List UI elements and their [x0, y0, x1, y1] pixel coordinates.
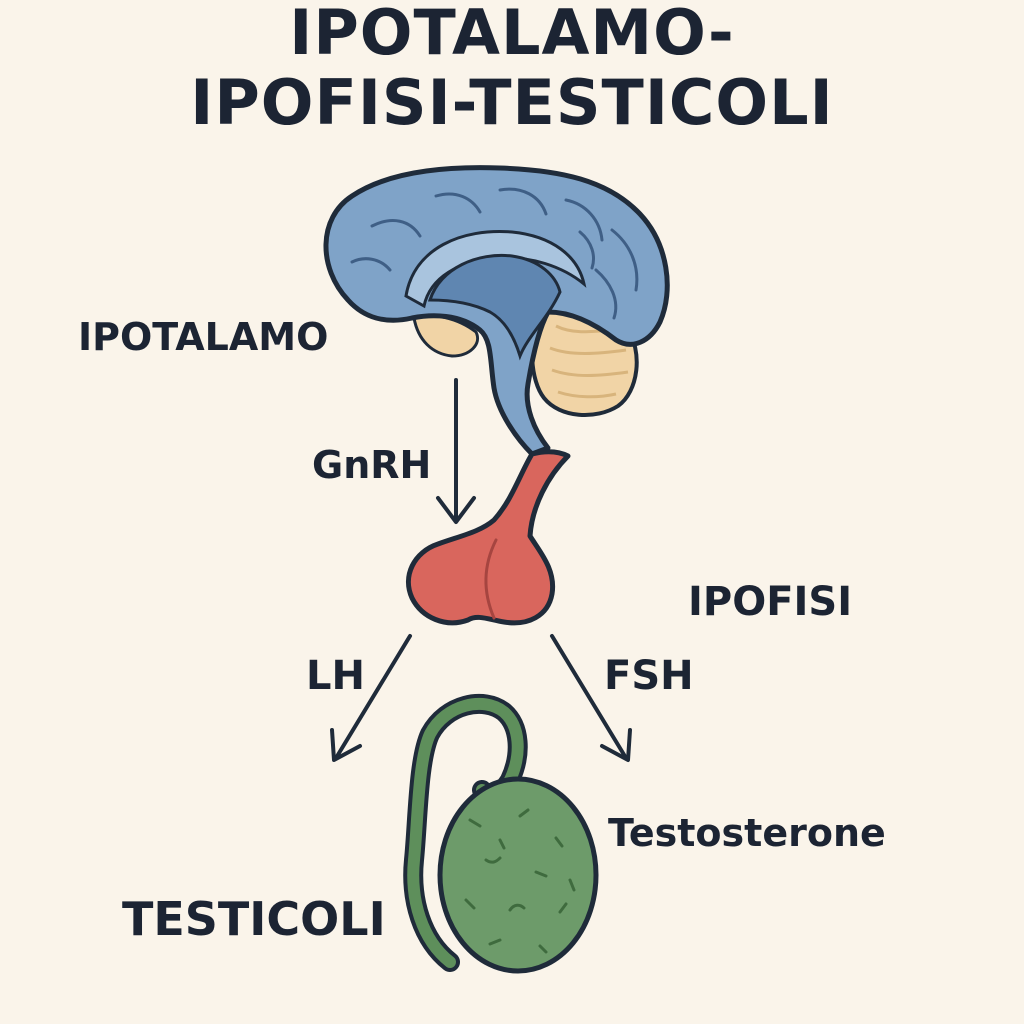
- lh-arrow: [330, 634, 412, 762]
- diagram-title-line-1: IPOTALAMO-: [289, 0, 735, 69]
- pituitary-label: IPOFISI: [688, 579, 853, 625]
- fsh-arrow: [550, 634, 632, 762]
- gnrh-arrow: [436, 378, 476, 524]
- gnrh-label: GnRH: [312, 443, 432, 487]
- testis: [403, 694, 599, 974]
- pituitary-gland: [405, 449, 571, 626]
- brain: [323, 165, 670, 457]
- testosterone-label: Testosterone: [608, 811, 886, 855]
- lh-label: LH: [306, 653, 365, 699]
- hypothalamus-label: IPOTALAMO: [78, 315, 329, 359]
- fsh-label: FSH: [604, 653, 694, 699]
- diagram-title-line-2: IPOFISI-TESTICOLI: [190, 66, 834, 139]
- testes-label: TESTICOLI: [122, 892, 386, 946]
